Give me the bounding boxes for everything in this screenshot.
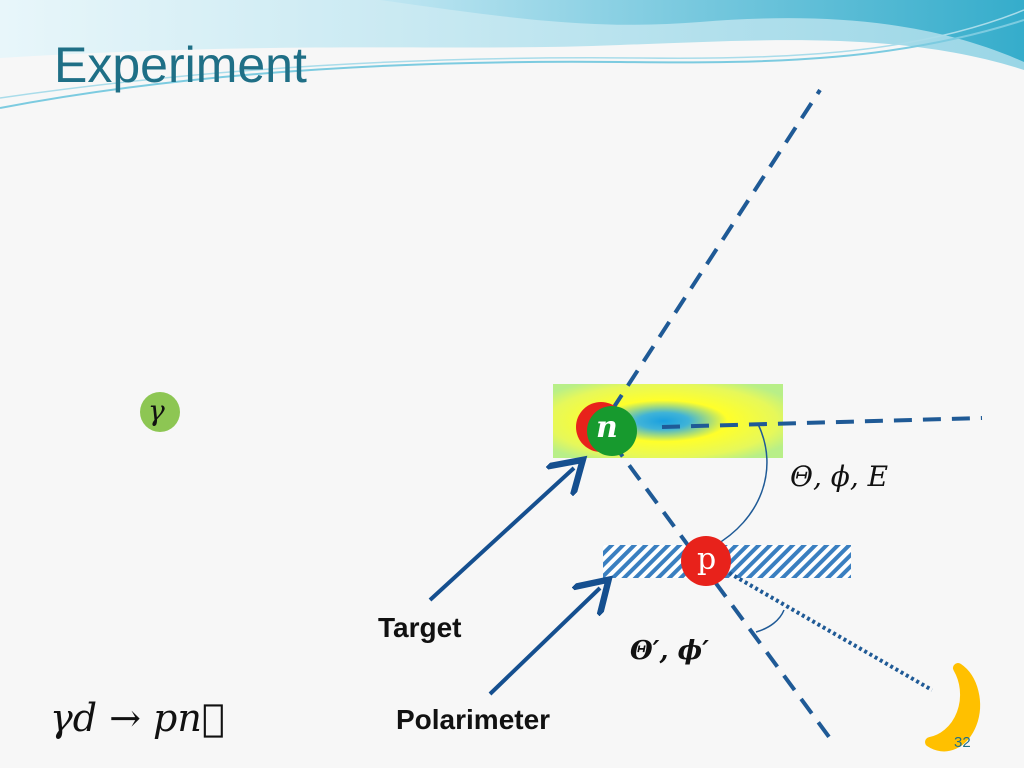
reaction-equation: γd → pn⃗ (50, 696, 225, 740)
target-label: Target (378, 612, 462, 643)
polarimeter-label: Polarimeter (396, 704, 551, 735)
page-number: 32 (954, 734, 971, 751)
theta-angle-arc (713, 423, 768, 547)
neutron-ball (587, 406, 637, 456)
proton-track (610, 440, 837, 747)
target-arrow (428, 468, 574, 602)
scattered-proton-track (723, 568, 933, 692)
proton-symbol: p (697, 542, 717, 577)
polarimeter-arrow (488, 588, 600, 696)
neutron-symbol: n (596, 410, 618, 445)
header-wave-line-2 (0, 9, 1024, 99)
detector-arc (925, 663, 981, 752)
photon-ball (140, 392, 180, 432)
outgoing-track-upper (610, 88, 822, 412)
theta-prime-angle-arc (755, 609, 785, 633)
slide-title: Experiment (54, 37, 307, 93)
proton-ball (681, 536, 731, 586)
polarimeter-angles-label: Θ′, ϕ′ (630, 636, 709, 666)
scatter-angles-label: Θ, ϕ, E (790, 460, 889, 493)
header-wave-front (380, 0, 1024, 62)
beam-axis-line (661, 416, 983, 429)
photon-symbol: γ (148, 394, 165, 427)
header-wave-line (0, 19, 1024, 109)
